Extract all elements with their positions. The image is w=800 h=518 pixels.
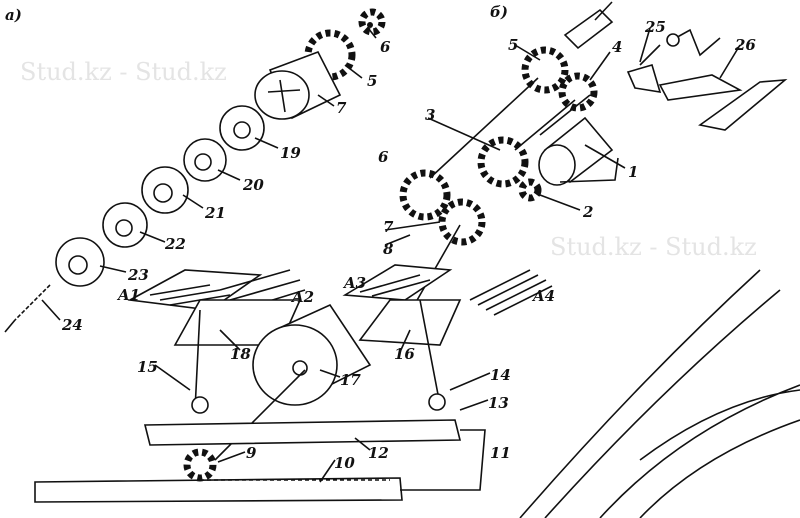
washer-20 [183,138,227,182]
label-25: 25 [645,18,666,36]
gear-2 [518,178,542,202]
shaft-worm [563,1,614,50]
gear-9 [183,448,217,482]
label-19: 19 [280,144,301,162]
gear-7 [438,198,486,246]
lever-25 [626,44,662,93]
contact-plate-A4 [469,269,553,316]
label-15: 15 [137,358,158,376]
washer-21 [141,166,189,214]
label-10: 10 [334,454,355,472]
base-12 [143,419,462,446]
label-6b: 6 [378,148,389,166]
label-6: 6 [380,38,391,56]
label-1: 1 [628,163,639,181]
label-12: 12 [368,444,389,462]
rails [519,269,800,518]
label-18: 18 [230,345,251,363]
label-5b: 5 [508,36,519,54]
label-A1: A1 [118,286,141,304]
label-2: 2 [583,203,594,221]
label-14: 14 [490,366,511,384]
watermark: Stud.kz - Stud.kz [20,58,227,86]
label-21: 21 [205,204,226,222]
label-23: 23 [128,266,149,284]
spring-24 [4,284,51,333]
label-7: 7 [336,99,347,117]
panel-label-b: б) [490,3,508,21]
label-17: 17 [340,371,361,389]
label-24: 24 [62,316,83,334]
watermark: Stud.kz - Stud.kz [550,233,757,261]
label-A3: A3 [344,274,367,292]
label-A2: A2 [292,288,315,306]
gear-4 [558,72,598,112]
label-3: 3 [425,106,436,124]
label-16: 16 [394,345,415,363]
gear-5-b [521,46,569,94]
label-4: 4 [612,38,623,56]
motor-1 [538,116,619,186]
shaft-8 [214,369,306,461]
crank-handle [666,28,721,57]
drum-17 [252,303,372,406]
contact-plate-A1 [127,269,263,311]
label-8: 8 [383,240,394,258]
gear-5-a [304,29,356,81]
label-11: 11 [490,444,511,462]
gear-6-small [358,8,386,36]
label-20: 20 [243,176,264,194]
bracket-26 [658,74,788,131]
washer-23 [55,237,105,287]
label-13: 13 [488,394,509,412]
label-7b: 7 [383,218,394,236]
washer-22 [102,202,148,248]
contact-plate-A3 [342,264,453,301]
wire-11 [400,429,486,491]
panel-label-a: а) [5,6,22,24]
drum-7 [254,51,342,120]
label-A4: A4 [533,287,556,305]
label-22: 22 [165,235,186,253]
washer-19 [219,105,265,151]
roller-15 [191,396,209,414]
frame [173,299,462,411]
rack-10 [34,477,403,503]
gear-6-b [399,169,451,221]
shafts [399,77,591,331]
label-9: 9 [246,444,257,462]
label-26: 26 [735,36,756,54]
gear-3 [477,136,529,188]
label-5: 5 [367,72,378,90]
roller-14 [428,393,446,411]
